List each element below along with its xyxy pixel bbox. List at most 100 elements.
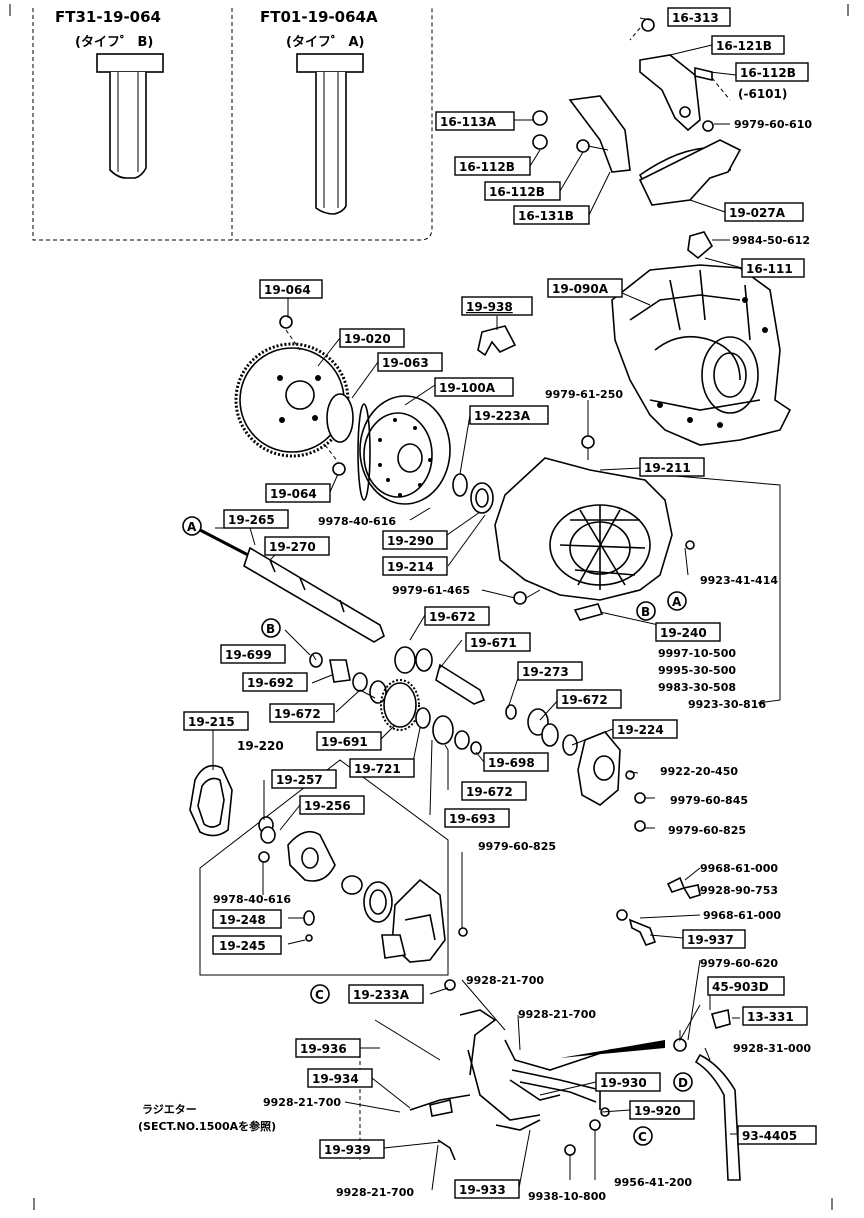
- converter-housing-drawing: [494, 435, 695, 621]
- label-13-331: 13-331: [747, 1010, 794, 1024]
- bushing-drawing: [470, 482, 494, 514]
- corner-marks: [9, 4, 849, 1210]
- label-19-693: 19-693: [449, 812, 496, 826]
- label-16-113a: 16-113A: [440, 115, 497, 129]
- callout-b-left: B: [266, 622, 275, 636]
- label-9956-41-200: 9956-41-200: [614, 1176, 692, 1189]
- label-16-121b: 16-121B: [716, 39, 772, 53]
- transmission-case-drawing: [611, 264, 792, 446]
- tool-border: [32, 8, 433, 241]
- label-19-933: 19-933: [459, 1183, 506, 1197]
- label-19-090a: 19-090A: [552, 282, 609, 296]
- callout-d: D: [678, 1076, 688, 1090]
- callout-c-right: C: [638, 1130, 647, 1144]
- label-19-920: 19-920: [634, 1104, 681, 1118]
- label-9979-60-845: 9979-60-845: [670, 794, 748, 807]
- label-6101: (-6101): [738, 87, 787, 101]
- label-16-313: 16-313: [672, 11, 719, 25]
- label-9938-10-800: 9938-10-800: [528, 1190, 606, 1203]
- label-19-671: 19-671: [470, 636, 517, 650]
- clip-drawing: [477, 325, 517, 357]
- label-9978-40-616-b: 9978-40-616: [213, 893, 291, 906]
- label-9968-61-000-b: 9968-61-000: [703, 909, 781, 922]
- label-19-064-top: 19-064: [264, 283, 311, 297]
- callout-a-right: A: [672, 595, 682, 609]
- tool-b-type: (タイフ゜ B): [75, 35, 153, 50]
- label-19-240: 19-240: [660, 626, 707, 640]
- gasket-drawing: [189, 764, 233, 837]
- label-9928-21-700-d: 9928-21-700: [336, 1186, 414, 1199]
- label-19-245: 19-245: [219, 939, 266, 953]
- callout-c-left: C: [315, 988, 324, 1002]
- torque-converter-drawing: [357, 395, 451, 505]
- label-9979-60-620: 9979-60-620: [700, 957, 778, 970]
- callouts: A A B B C C D: [182, 516, 693, 1146]
- label-19-937: 19-937: [687, 933, 734, 947]
- label-19-257: 19-257: [276, 773, 323, 787]
- label-9923-30-816: 9923-30-816: [688, 698, 766, 711]
- callout-b-right: B: [641, 605, 650, 619]
- tool-b-code: FT31-19-064: [55, 8, 161, 26]
- label-19-027a: 19-027A: [729, 206, 786, 220]
- label-19-224: 19-224: [617, 723, 664, 737]
- label-9922-20-450: 9922-20-450: [660, 765, 738, 778]
- label-9979-60-610: 9979-60-610: [734, 118, 812, 131]
- label-19-063: 19-063: [382, 356, 429, 370]
- label-19-290: 19-290: [387, 534, 434, 548]
- label-19-220: 19-220: [237, 739, 284, 753]
- label-19-698: 19-698: [488, 756, 535, 770]
- label-9984-50-612: 9984-50-612: [732, 234, 810, 247]
- label-19-256: 19-256: [304, 799, 351, 813]
- label-9923-41-414: 9923-41-414: [700, 574, 778, 587]
- label-93-4405: 93-4405: [742, 1129, 797, 1143]
- label-19-233a: 19-233A: [353, 988, 410, 1002]
- oil-seal-drawing: [452, 473, 468, 497]
- label-19-020: 19-020: [344, 332, 391, 346]
- label-19-215: 19-215: [188, 715, 235, 729]
- label-19-214: 19-214: [387, 560, 434, 574]
- label-19-270: 19-270: [269, 540, 316, 554]
- label-19-672-b: 19-672: [561, 693, 608, 707]
- label-16-131b: 16-131B: [518, 209, 574, 223]
- shaft-drawing: [199, 528, 385, 643]
- label-19-930: 19-930: [600, 1076, 647, 1090]
- tool-section: FT31-19-064 (タイフ゜ B) FT01-19-064A (タイフ゜ …: [32, 8, 433, 241]
- tool-b-drawing: [96, 53, 164, 179]
- label-9979-61-250: 9979-61-250: [545, 388, 623, 401]
- label-19-699: 19-699: [225, 648, 272, 662]
- label-19-223a: 19-223A: [474, 409, 531, 423]
- label-9928-31-000: 9928-31-000: [733, 1042, 811, 1055]
- label-19-064-bot: 19-064: [270, 487, 317, 501]
- label-45-903d: 45-903D: [712, 980, 769, 994]
- label-19-934: 19-934: [312, 1072, 359, 1086]
- label-9928-90-753: 9928-90-753: [700, 884, 778, 897]
- radiator-label: ラジエター: [142, 1103, 197, 1116]
- label-19-248: 19-248: [219, 913, 266, 927]
- tool-a-code: FT01-19-064A: [260, 8, 378, 26]
- radiator-note: (SECT.NO.1500Aを参照): [138, 1119, 276, 1133]
- label-19-672-c: 19-672: [274, 707, 321, 721]
- label-19-938: 19-938: [466, 300, 513, 314]
- label-9928-21-700-b: 9928-21-700: [518, 1008, 596, 1021]
- mount-bracket-group: [532, 18, 742, 260]
- part-labels: 16-313 16-121B 16-112B (-6101) 9979-60-6…: [138, 7, 817, 1203]
- tool-a-type: (タイフ゜ A): [286, 35, 364, 50]
- label-19-672-a: 19-672: [429, 610, 476, 624]
- oil-pump-drawing: [199, 759, 468, 991]
- label-9978-40-616-a: 9978-40-616: [318, 515, 396, 528]
- drive-plate-drawing: [234, 315, 354, 476]
- label-19-692: 19-692: [247, 676, 294, 690]
- label-9983-30-508: 9983-30-508: [658, 681, 736, 694]
- label-9979-61-465: 9979-61-465: [392, 584, 470, 597]
- dipstick-parts-drawing: [616, 876, 731, 1052]
- label-16-112b-b: 16-112B: [489, 185, 545, 199]
- label-19-672-d: 19-672: [466, 785, 513, 799]
- label-19-265: 19-265: [228, 513, 275, 527]
- label-9979-60-825-b: 9979-60-825: [478, 840, 556, 853]
- label-9979-60-825-a: 9979-60-825: [668, 824, 746, 837]
- label-9928-21-700-a: 9928-21-700: [466, 974, 544, 987]
- label-19-273: 19-273: [522, 665, 569, 679]
- label-19-691: 19-691: [321, 735, 368, 749]
